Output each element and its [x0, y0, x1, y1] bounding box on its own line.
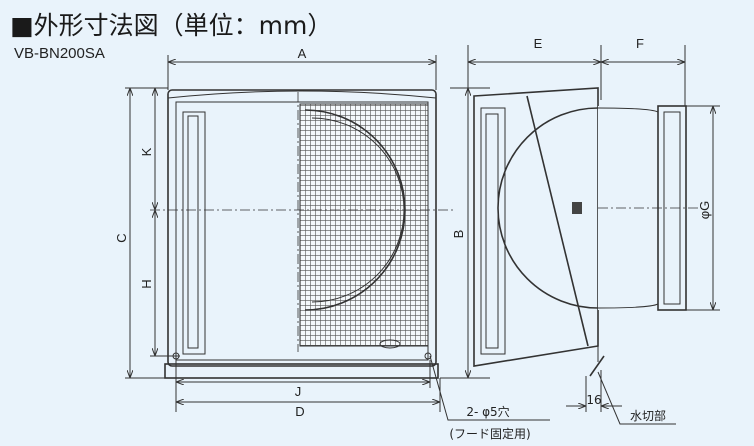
latch	[379, 339, 401, 349]
model-number: VB-BN200SA	[14, 45, 105, 62]
front-dimensions: A C K H J D B 2- φ5穴 (フード固定用)	[114, 46, 550, 441]
water-cut-leader	[597, 371, 676, 425]
hood-dome	[497, 107, 599, 309]
dim-label-h: H	[139, 279, 154, 288]
left-louver	[182, 111, 206, 355]
dim-label-k: K	[139, 147, 154, 156]
dim-label-j: J	[295, 384, 302, 399]
hole-leader	[429, 355, 550, 421]
hole-note: 2- φ5穴	[466, 404, 509, 419]
hinge	[572, 202, 582, 214]
dim-label-c: C	[114, 233, 129, 242]
dim-label-f: F	[636, 36, 644, 51]
dim-label-d: D	[295, 404, 304, 419]
side-view	[473, 87, 700, 377]
side-louver-slot	[485, 113, 499, 349]
louver-slot	[187, 115, 199, 349]
hole-purpose-note: (フード固定用)	[449, 426, 530, 441]
dim-label-e: E	[534, 36, 543, 51]
top-edge	[167, 90, 437, 99]
dim-label-b: B	[451, 230, 466, 239]
water-cut-note: 水切部	[630, 408, 666, 423]
water-cut	[589, 355, 605, 377]
front-panel	[167, 89, 437, 367]
front-view	[150, 89, 455, 379]
fixing-hole-right	[424, 352, 432, 360]
mesh-grille	[299, 103, 429, 347]
side-dimensions: E F φG 16 水切部	[467, 36, 720, 425]
base-plate	[164, 363, 439, 379]
support-rod	[526, 95, 589, 347]
dim-label-water-cut: 16	[586, 393, 601, 407]
side-louver	[480, 107, 506, 355]
dim-label-g: φG	[697, 201, 712, 220]
dim-label-a: A	[298, 46, 307, 61]
page-title: ■外形寸法図（単位：mm）	[10, 11, 333, 40]
